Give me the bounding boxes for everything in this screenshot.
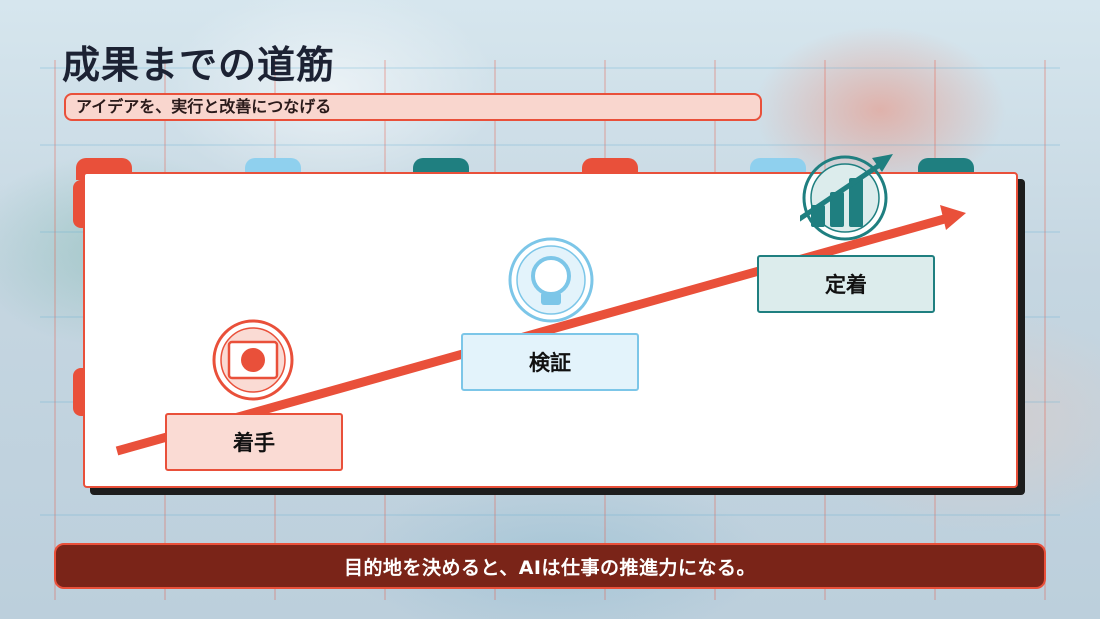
page-title: 成果までの道筋: [62, 43, 336, 87]
subtitle-banner: アイデアを、実行と改善につなげる: [64, 93, 762, 121]
growth-chart-icon: [800, 154, 893, 241]
footer-message: 目的地を決めると、AIは仕事の推進力になる。: [54, 543, 1046, 589]
target-flag-icon: [212, 319, 294, 401]
lightbulb-icon: [508, 237, 594, 323]
stage-box-start: 着手: [165, 413, 343, 471]
stage-box-verify: 検証: [461, 333, 639, 391]
stage-box-settle: 定着: [757, 255, 935, 313]
